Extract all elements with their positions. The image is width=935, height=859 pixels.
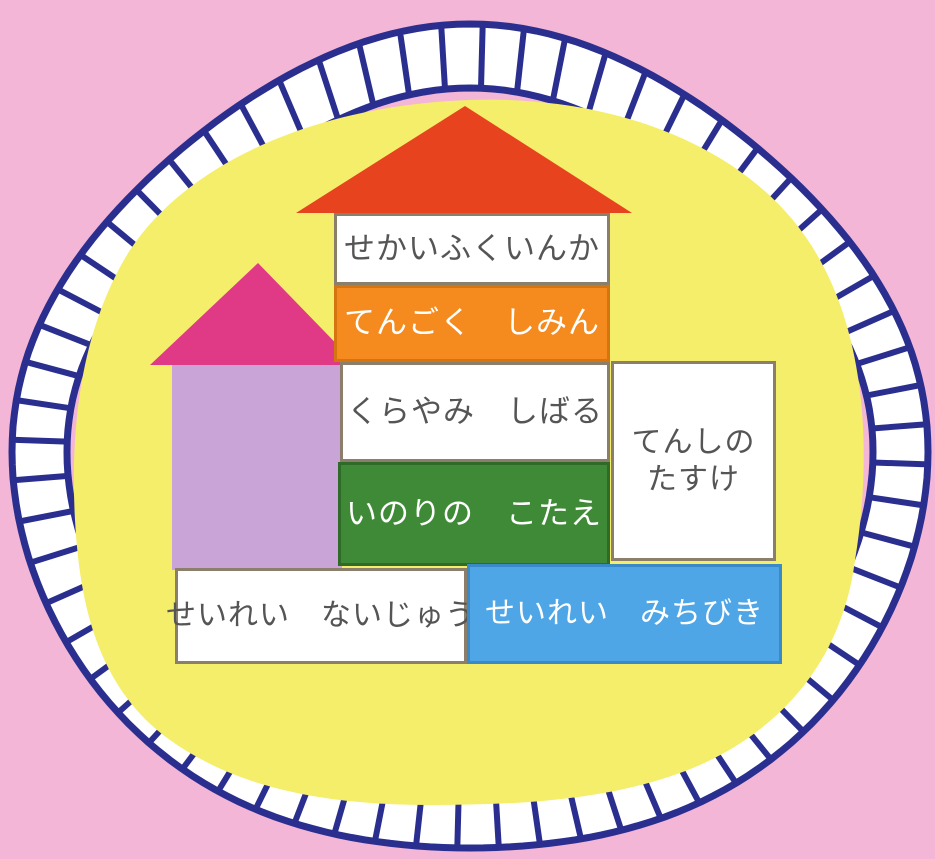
tower-body bbox=[172, 365, 342, 570]
block-world-evangelization: せかいふくいんか bbox=[334, 213, 610, 285]
fence-brick-divider bbox=[481, 24, 483, 88]
block-label: せいれい みちびき bbox=[485, 595, 764, 633]
block-angel-help: てんしの たすけ bbox=[611, 361, 776, 561]
block-label: くらやみ しばる bbox=[347, 393, 603, 432]
fence-brick-divider bbox=[12, 440, 67, 442]
block-label: せいれい ないじゅう bbox=[166, 597, 476, 635]
block-answered-prayer: いのりの こたえ bbox=[338, 462, 610, 566]
block-label: てんごく しみん bbox=[344, 304, 600, 343]
fence-brick-divider bbox=[441, 25, 445, 89]
block-heavenly-citizen: てんごく しみん bbox=[334, 285, 610, 362]
block-binding-darkness: くらやみ しばる bbox=[340, 362, 610, 462]
block-label: てんしの たすけ bbox=[632, 424, 756, 499]
block-label: いのりの こたえ bbox=[346, 495, 602, 534]
block-holy-spirit-guidance: せいれい みちびき bbox=[467, 564, 782, 664]
block-label: せかいふくいんか bbox=[344, 230, 600, 269]
block-holy-spirit-indwelling: せいれい ないじゅう bbox=[175, 568, 467, 664]
fence-brick-divider bbox=[873, 463, 928, 465]
